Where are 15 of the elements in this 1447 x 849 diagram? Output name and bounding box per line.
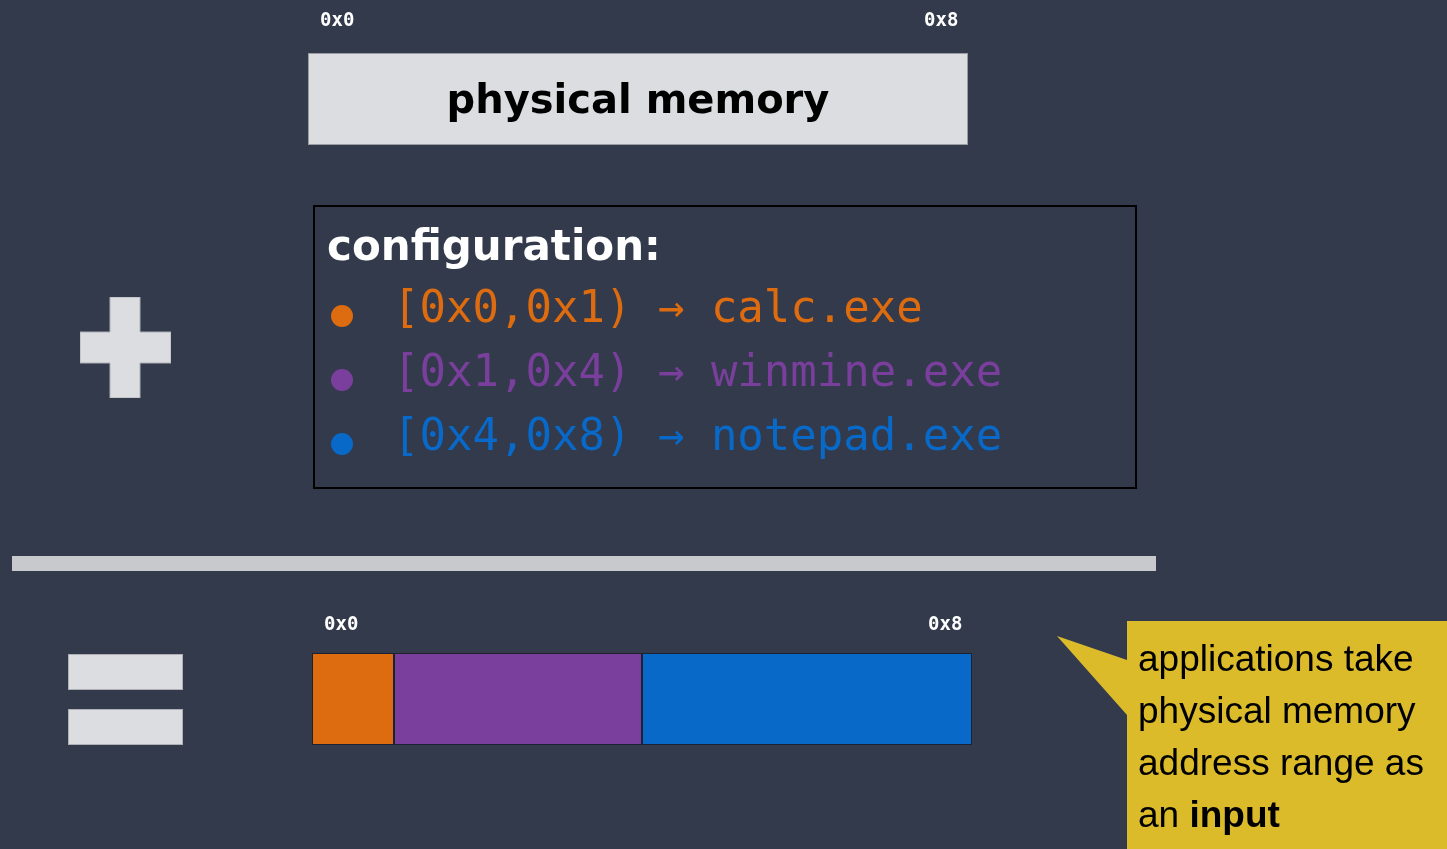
callout-text: applications take physical memory address range as an input — [1138, 638, 1424, 835]
memory-segment — [642, 653, 972, 745]
legend-text: [0x0,0x1) → calc.exe — [393, 281, 923, 332]
configuration-box — [313, 205, 1137, 489]
address-label: 0x8 — [924, 8, 959, 30]
address-label: 0x8 — [928, 612, 963, 634]
heading: configuration: — [327, 221, 661, 270]
memory-segment — [312, 653, 394, 745]
address-label: 0x0 — [324, 612, 359, 634]
callout-bubble — [1057, 621, 1447, 849]
address-label: 0x0 — [320, 8, 355, 30]
legend-text: [0x1,0x4) → winmine.exe — [393, 345, 1003, 396]
memory-segment — [394, 653, 642, 745]
memory-box: physical memory — [308, 53, 968, 145]
legend-text: [0x4,0x8) → notepad.exe — [393, 409, 1003, 460]
